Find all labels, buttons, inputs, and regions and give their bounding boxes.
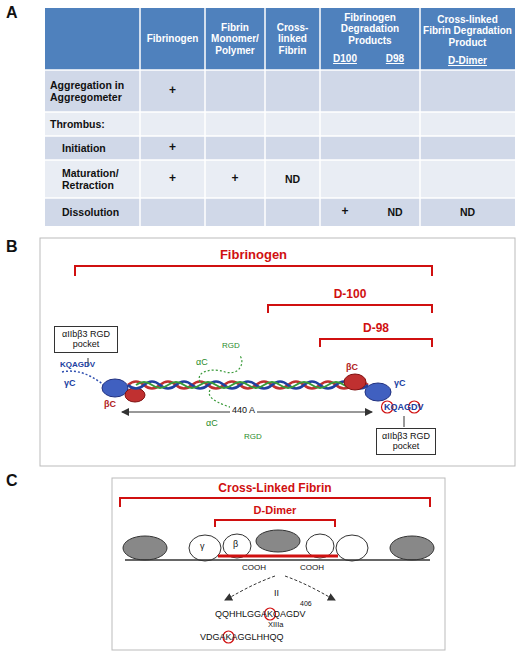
table-cell: Initiation bbox=[60, 136, 140, 160]
bracket-label: D-98 bbox=[320, 321, 432, 337]
domain-label: αC bbox=[206, 418, 218, 428]
table-cell: Thrombus: bbox=[48, 112, 140, 136]
panel-letter: C bbox=[6, 472, 18, 490]
table-cell: + bbox=[320, 198, 370, 226]
terminus-label: COOH bbox=[298, 563, 326, 572]
terminus-label: COOH bbox=[240, 563, 268, 572]
bracket bbox=[120, 498, 430, 527]
table-header: Fibrinogen bbox=[140, 8, 205, 70]
panel-letter: A bbox=[6, 4, 18, 22]
table-cell: + bbox=[205, 160, 265, 198]
sequence-label: QQHHLGGAKQAGDV bbox=[215, 609, 306, 619]
table-header: D98 bbox=[370, 50, 420, 68]
enzyme-label: XIIIa bbox=[268, 621, 283, 630]
table-header: D-Dimer bbox=[420, 53, 515, 69]
domain-label: βC bbox=[346, 362, 358, 372]
table-cell: Maturation/ Retraction bbox=[60, 160, 140, 198]
table-cell: + bbox=[140, 160, 205, 198]
table-header: Cross-linked Fibrin bbox=[265, 8, 320, 70]
site-label: RGD bbox=[244, 432, 262, 441]
table-cell: Dissolution bbox=[60, 198, 140, 226]
sequence-label: KQAGDV bbox=[60, 360, 95, 369]
domain-label: γC bbox=[394, 378, 406, 388]
chain-label: β bbox=[233, 539, 238, 549]
table-cell: ND bbox=[420, 198, 515, 226]
bracket-label: D-100 bbox=[268, 287, 432, 303]
bracket-label: Fibrinogen bbox=[75, 247, 432, 263]
bracket-label: D-Dimer bbox=[215, 503, 335, 518]
fibrinogen-molecule bbox=[62, 356, 391, 410]
dimension-label: 440 A bbox=[230, 405, 257, 415]
table-header: D100 bbox=[320, 50, 370, 68]
panel-frame bbox=[112, 478, 445, 650]
domain-label: II bbox=[274, 588, 279, 598]
bracket-label: Cross-Linked Fibrin bbox=[120, 481, 430, 497]
leader-line bbox=[404, 416, 405, 427]
site-label: RGD bbox=[222, 341, 240, 350]
table-cell: Aggregation in Aggregometer bbox=[48, 70, 140, 112]
bracket bbox=[75, 266, 432, 347]
domain-label: αC bbox=[196, 357, 208, 367]
sequence-label: KQAGDV bbox=[384, 402, 424, 412]
table-header: Fibrin Monomer/ Polymer bbox=[205, 8, 265, 70]
table-cell: ND bbox=[370, 198, 420, 226]
domain-label: βC bbox=[104, 399, 116, 409]
panel-letter: B bbox=[6, 238, 18, 256]
residue-number: 406 bbox=[300, 600, 312, 608]
table-cell: ND bbox=[265, 160, 320, 198]
binding-pocket-box: αIIbβ3 RGD pocket bbox=[54, 326, 118, 353]
binding-pocket-box: αIIbβ3 RGD pocket bbox=[376, 428, 436, 455]
table-cell: + bbox=[140, 70, 205, 112]
d-dimer-illustration bbox=[123, 530, 434, 600]
panel-frame bbox=[40, 238, 515, 466]
domain-label: γC bbox=[64, 378, 76, 388]
table-header: Cross-linked Fibrin Degradation Product bbox=[420, 8, 515, 54]
table-grid bbox=[45, 8, 515, 226]
chain-label: γ bbox=[200, 541, 205, 551]
table-cell: + bbox=[140, 136, 205, 160]
box-text: αIIbβ3 RGD pocket bbox=[380, 431, 432, 452]
box-text: αIIbβ3 RGD pocket bbox=[58, 329, 114, 350]
table-header: Fibrinogen Degradation Products bbox=[320, 8, 420, 50]
sequence-label: VDGAKAGGLHHQQ bbox=[200, 632, 284, 642]
